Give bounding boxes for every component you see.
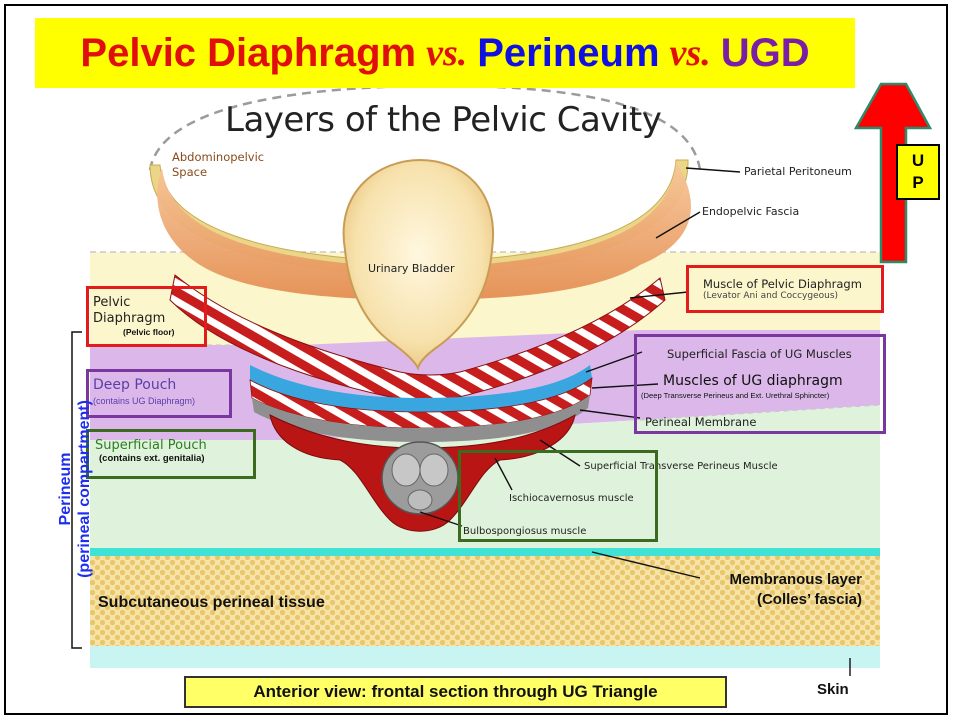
abdominopelvic-space-label: Abdominopelvic Space: [172, 150, 264, 180]
perineum-label: Perineum (perineal compartment): [56, 384, 94, 594]
membranous-layer-label: Membranous layer (Colles’ fascia): [696, 570, 862, 610]
perineal-membrane-label: Perineal Membrane: [645, 415, 756, 429]
urinary-bladder-label: Urinary Bladder: [368, 262, 454, 275]
title-vs-2: vs.: [670, 31, 711, 75]
pelvic-diaphragm-box: Pelvic Diaphragm (Pelvic floor): [86, 286, 207, 347]
title-perineum: Perineum: [477, 31, 659, 76]
muscles-ug-diaphragm-sub: (Deep Transverse Perineus and Ext. Ureth…: [641, 391, 829, 400]
deep-pouch-sub: (contains UG Diaphragm): [93, 396, 229, 406]
parietal-peritoneum-label: Parietal Peritoneum: [744, 165, 852, 178]
superficial-pouch-sub: (contains ext. genitalia): [99, 453, 253, 464]
skin-label: Skin: [817, 681, 849, 698]
title-vs-1: vs.: [426, 31, 467, 75]
muscle-pelvic-diaphragm-label: Muscle of Pelvic Diaphragm: [703, 277, 881, 291]
title-pelvic-diaphragm: Pelvic Diaphragm: [80, 31, 416, 76]
superficial-pouch-label: Superficial Pouch: [95, 438, 253, 453]
skin-layer: [90, 646, 880, 668]
ug-structures-box: Superficial Fascia of UG Muscles Muscles…: [634, 334, 886, 434]
caption: Anterior view: frontal section through U…: [184, 676, 727, 708]
superficial-pouch-box: Superficial Pouch (contains ext. genital…: [86, 429, 256, 479]
superficial-muscles-box: Ischiocavernosus muscle Bulbospongiosus …: [458, 450, 658, 542]
muscles-ug-diaphragm-label: Muscles of UG diaphragm: [663, 373, 843, 389]
diagram-title: Layers of the Pelvic Cavity: [225, 100, 661, 140]
superficial-fascia-ug-label: Superficial Fascia of UG Muscles: [667, 347, 852, 361]
deep-pouch-box: Deep Pouch (contains UG Diaphragm): [86, 369, 232, 418]
muscle-pelvic-diaphragm-sub: (Levator Ani and Coccygeous): [703, 291, 881, 301]
membranous-layer: [90, 548, 880, 556]
pelvic-floor-label: (Pelvic floor): [123, 327, 204, 337]
endopelvic-fascia-label: Endopelvic Fascia: [702, 205, 799, 218]
ischiocavernosus-label: Ischiocavernosus muscle: [509, 493, 634, 504]
title-banner: Pelvic Diaphragm vs. Perineum vs. UGD: [35, 18, 855, 88]
title-ugd: UGD: [721, 31, 810, 76]
muscle-pelvic-diaphragm-box: Muscle of Pelvic Diaphragm (Levator Ani …: [686, 265, 884, 313]
deep-pouch-label: Deep Pouch: [93, 377, 229, 393]
subcutaneous-tissue-label: Subcutaneous perineal tissue: [98, 594, 325, 612]
up-indicator: U P: [896, 144, 940, 200]
bulbospongiosus-label: Bulbospongiosus muscle: [463, 526, 586, 537]
